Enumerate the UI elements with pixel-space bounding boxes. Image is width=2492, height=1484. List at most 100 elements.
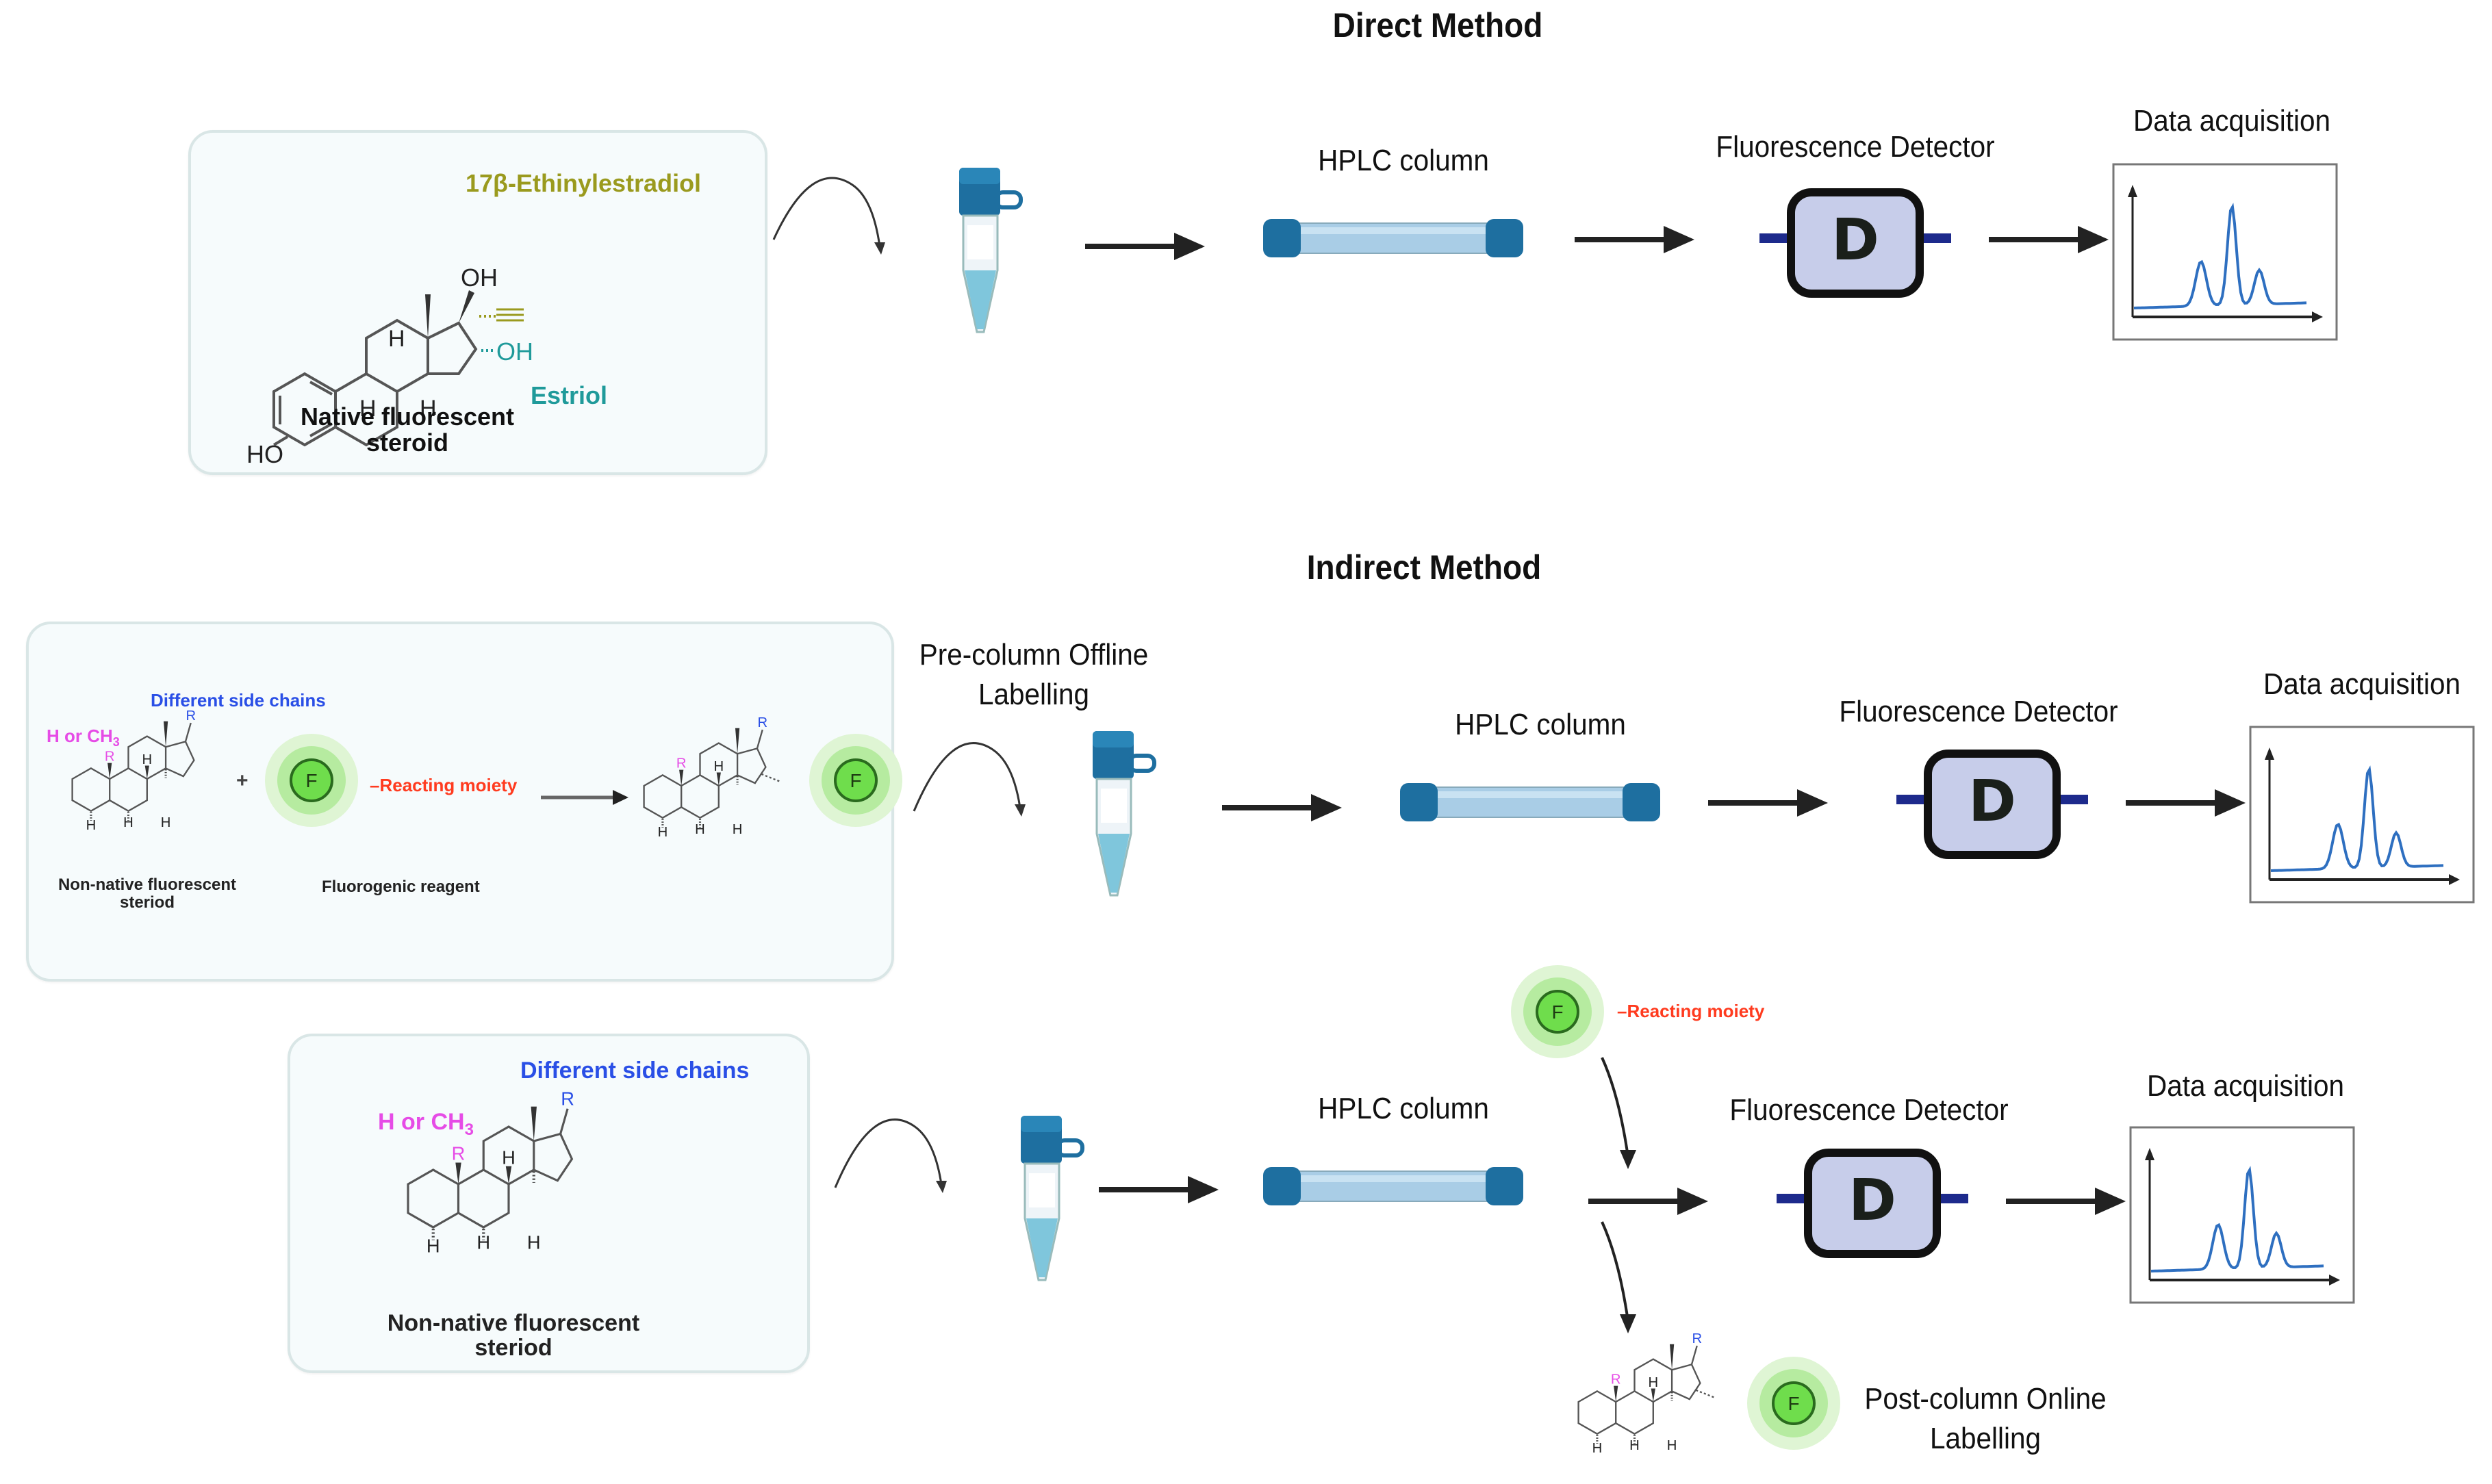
r-label: R	[452, 1142, 466, 1164]
fluorophore-icon: F	[265, 734, 358, 827]
methyl-wedge	[735, 728, 740, 754]
h-label: H	[527, 1232, 541, 1253]
ring-b	[681, 774, 720, 819]
h-label: H	[733, 822, 743, 837]
chart-frame	[2129, 1126, 2355, 1304]
h-label: H	[1629, 1438, 1640, 1453]
chromatogram-trace	[2133, 203, 2307, 309]
h-label: H	[476, 1232, 490, 1253]
pre-column-reaction-box	[26, 622, 894, 982]
linker-bond	[1695, 1389, 1715, 1398]
caption-line: steroid	[366, 428, 449, 457]
native-steroid-caption: Native fluorescent steroid	[226, 404, 589, 456]
h-wedge	[1651, 1388, 1655, 1402]
hplc-column-icon	[1263, 1167, 1523, 1205]
ring-c	[699, 742, 739, 787]
ring-a	[407, 1168, 460, 1229]
methyl-wedge	[163, 721, 168, 747]
h-label: H	[1667, 1438, 1677, 1453]
hplc-column-label: HPLC column	[1455, 708, 1626, 741]
fluorophore-letter: F	[1551, 1001, 1563, 1023]
sample-tube-icon	[1093, 731, 1156, 897]
chart-frame	[2249, 726, 2475, 904]
oh-top-label: OH	[461, 264, 498, 292]
subscript: 3	[112, 735, 120, 750]
post-column-steroid-box	[288, 1034, 810, 1373]
fluorophore-core	[1772, 1381, 1816, 1425]
y-axis-arrowhead	[2265, 747, 2274, 760]
chromatogram-icon	[2112, 163, 2338, 341]
step-line: Labelling	[1929, 1422, 2042, 1455]
ring-c	[1633, 1358, 1673, 1403]
h-label: H	[123, 815, 134, 830]
detector-icon: D	[1777, 1149, 1968, 1258]
fluorescence-detector-label: Fluorescence Detector	[1716, 130, 1995, 164]
caption-line: steriod	[119, 893, 175, 912]
sample-tube-icon	[1021, 1116, 1084, 1281]
h-label: H	[658, 825, 668, 840]
down-arrow	[1601, 1221, 1636, 1333]
h-wedge	[505, 1166, 512, 1184]
ring-b	[109, 767, 148, 813]
curved-arrow	[772, 177, 885, 255]
detector-letter: D	[1968, 767, 2016, 834]
ring-b	[1615, 1390, 1654, 1435]
fluorescence-detector-label: Fluorescence Detector	[1729, 1093, 2009, 1127]
data-acquisition-label: Data acquisition	[2263, 667, 2461, 701]
reacting-moiety-label: –Reacting moiety	[1617, 1001, 1765, 1021]
post-column-labelling-label: Post-column Online Labelling	[1840, 1379, 2130, 1459]
hplc-column-icon	[1400, 783, 1660, 821]
h-label: H	[427, 1236, 440, 1257]
side-chain-bond	[559, 1108, 569, 1134]
ring-d	[165, 741, 195, 778]
x-axis-arrowhead	[2312, 311, 2323, 322]
h-or-ch3-text: H or CH	[378, 1109, 465, 1135]
flow-arrow	[1708, 789, 1828, 817]
pre-column-labelling-label: Pre-column Offline Labelling	[895, 635, 1173, 715]
side-chains-label: Different side chains	[151, 690, 326, 711]
ethinylestradiol-label: 17β-Ethinylestradiol	[466, 169, 701, 197]
h-label: H	[1648, 1375, 1658, 1390]
reacting-moiety-text: Reacting moiety	[379, 775, 518, 795]
step-line: Labelling	[978, 678, 1090, 711]
h-or-ch3-label: H or CH3	[47, 726, 120, 750]
flow-arrow	[1588, 1188, 1708, 1215]
fluorogenic-reagent-caption: Fluorogenic reagent	[322, 878, 480, 896]
ring-a	[1577, 1390, 1617, 1435]
h-label: H	[695, 822, 705, 837]
flow-arrow	[1222, 794, 1342, 821]
hplc-column-label: HPLC column	[1318, 144, 1489, 177]
chart-frame	[2112, 163, 2338, 341]
curved-arrow	[834, 1118, 947, 1193]
hplc-column-icon	[1263, 219, 1523, 257]
flow-arrow	[2126, 789, 2246, 817]
non-native-steroid-caption: Non-native fluorescent steriod	[38, 876, 257, 912]
data-acquisition-label: Data acquisition	[2146, 1069, 2345, 1103]
flow-arrow	[1085, 233, 1205, 260]
fluorophore-icon: F	[809, 734, 902, 827]
r-label: R	[186, 708, 196, 724]
direct-method-title: Direct Method	[1332, 6, 1543, 44]
step-line: Pre-column Offline	[919, 638, 1149, 671]
flow-arrow	[1989, 226, 2109, 253]
hplc-column-label: HPLC column	[1318, 1092, 1489, 1125]
methyl-wedge	[1669, 1344, 1675, 1370]
caption-line: Non-native fluorescent	[387, 1310, 640, 1336]
reacting-moiety-label: –Reacting moiety	[370, 775, 518, 795]
r-label: R	[105, 749, 115, 764]
side-chain-bond	[1690, 1345, 1698, 1365]
fluorophore-icon: F	[1747, 1357, 1840, 1450]
oh-side-label: OH	[496, 337, 533, 366]
ring-a	[643, 774, 683, 819]
caption-line: Non-native fluorescent	[58, 875, 237, 894]
sample-tube-icon	[959, 168, 1023, 333]
native-steroid-structure: OH OH H H H HO 17β-Ethinylestradiol Estr…	[246, 169, 701, 468]
curved-arrow	[913, 742, 1026, 817]
